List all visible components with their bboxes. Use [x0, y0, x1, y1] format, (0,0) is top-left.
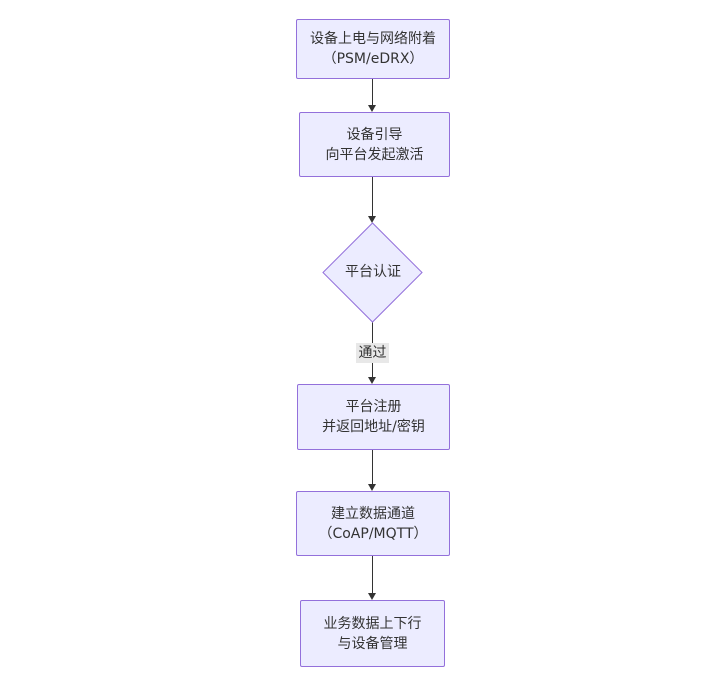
- node-label-line: 设备引导: [346, 126, 403, 143]
- arrowhead-icon: [368, 216, 376, 223]
- node-label-line: 并返回地址/密钥: [322, 419, 425, 435]
- edge-line-channel-to-business: [372, 556, 373, 594]
- node-label-line: 与设备管理: [337, 635, 408, 652]
- edge-line-register-to-channel: [372, 450, 373, 485]
- edge-label-pass: 通过: [356, 343, 389, 363]
- node-label-line: 平台注册: [345, 399, 402, 415]
- node-platform-register: 平台注册 并返回地址/密钥: [297, 384, 450, 450]
- node-business-data: 业务数据上下行 与设备管理: [300, 600, 445, 667]
- node-label-line: 向平台发起激活: [325, 146, 424, 163]
- arrowhead-icon: [368, 105, 376, 112]
- node-label-line: 建立数据通道: [331, 505, 415, 522]
- node-label-line: 业务数据上下行: [323, 615, 422, 632]
- arrowhead-icon: [368, 593, 376, 600]
- edge-line-bootstrap-to-auth: [372, 177, 373, 217]
- node-label-line: （CoAP/MQTT）: [318, 525, 428, 542]
- node-device-bootstrap: 设备引导 向平台发起激活: [299, 112, 450, 177]
- arrowhead-icon: [368, 377, 376, 384]
- edge-line-power-to-bootstrap: [372, 79, 373, 106]
- arrowhead-icon: [368, 484, 376, 491]
- node-label-line: （PSM/eDRX）: [322, 51, 424, 67]
- decision-platform-auth: 平台认证: [322, 262, 424, 282]
- node-power-network-attach: 设备上电与网络附着 （PSM/eDRX）: [296, 19, 450, 79]
- node-label-line: 平台认证: [345, 264, 401, 280]
- edge-label-text: 通过: [358, 345, 387, 361]
- node-label-line: 设备上电与网络附着: [310, 31, 436, 47]
- node-data-channel: 建立数据通道 （CoAP/MQTT）: [296, 491, 450, 556]
